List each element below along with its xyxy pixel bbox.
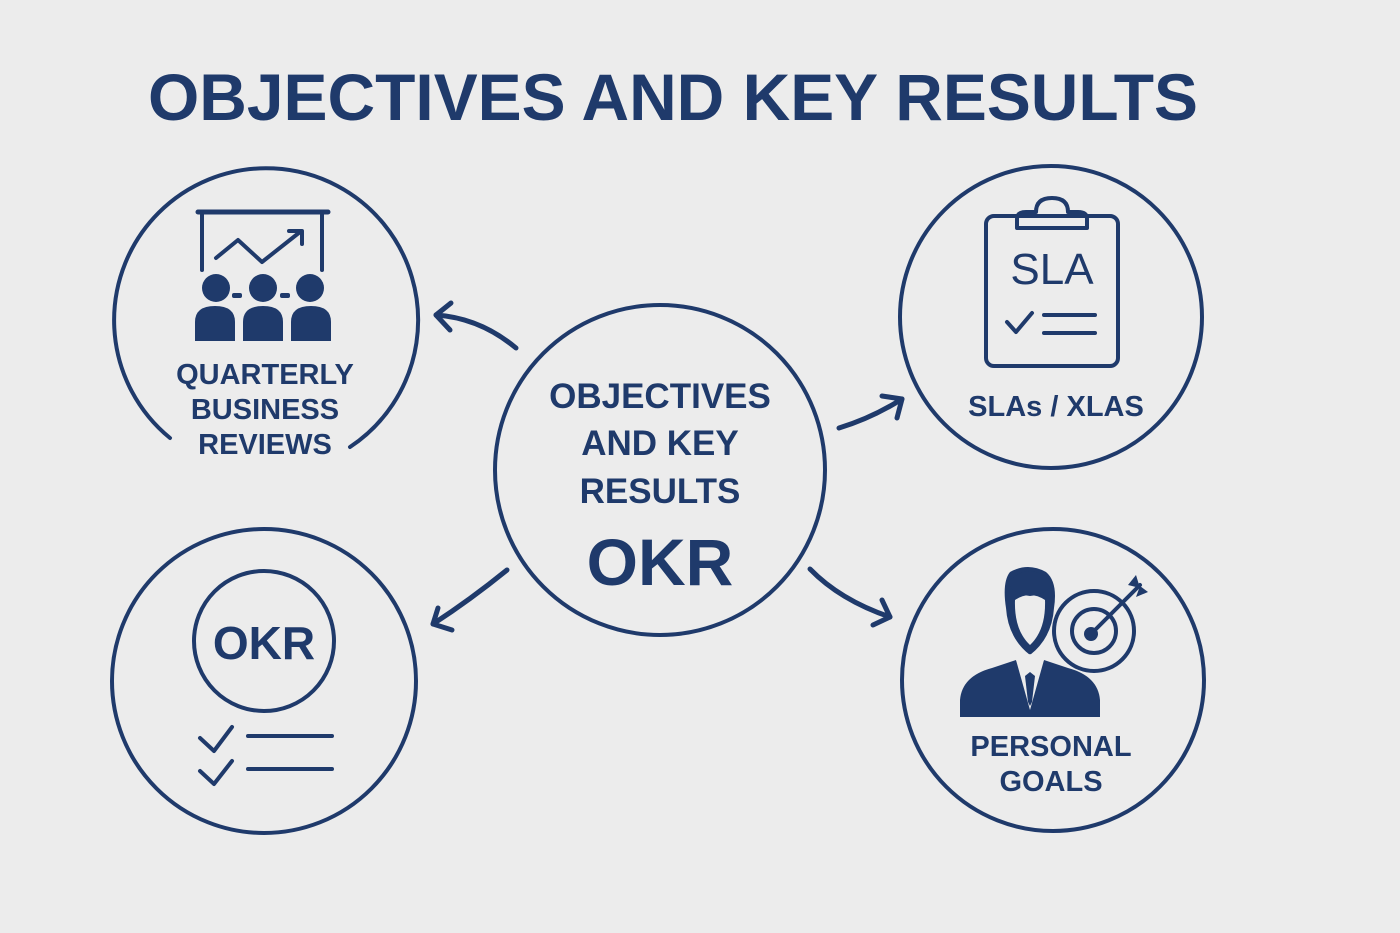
- arrowhead-right-up: [879, 393, 905, 421]
- arrowhead-right-down: [870, 597, 893, 628]
- clipboard-sla-icon: SLA: [984, 196, 1120, 368]
- clipboard-sla-text: SLA: [1010, 245, 1094, 294]
- arrowhead-left-up: [433, 300, 454, 333]
- arrow-line-to-personal-goals: [807, 566, 893, 620]
- edge-to-okr: [430, 567, 510, 633]
- center-node-acronym: OKR: [587, 525, 734, 599]
- arrow-line-to-slas: [836, 396, 905, 431]
- edge-to-slas: [836, 393, 905, 431]
- center-node: OBJECTIVES AND KEY RESULTS OKR: [493, 303, 827, 637]
- edge-to-personal-goals: [807, 566, 893, 628]
- sla-label: SLAs / XLAS: [968, 391, 1144, 423]
- person-target-icon: [960, 567, 1148, 717]
- center-node-circle: [493, 303, 827, 637]
- node-okr: OKR: [110, 527, 418, 835]
- okr-node-circle: [110, 527, 418, 835]
- personal-goals-label-line-1: PERSONAL: [970, 731, 1131, 763]
- center-node-line-2: AND KEY: [581, 424, 739, 463]
- qbr-label-line-2: BUSINESS: [191, 394, 339, 426]
- node-quarterly-business-reviews: QUARTERLY BUSINESS REVIEWS: [112, 166, 421, 461]
- qbr-label-line-1: QUARTERLY: [176, 359, 354, 391]
- diagram-title: OBJECTIVES AND KEY RESULTS: [148, 60, 1198, 134]
- okr-checklist-icon: OKR: [192, 569, 336, 786]
- arrow-line-to-qbr: [433, 312, 519, 351]
- personal-goals-node-circle: [900, 527, 1206, 833]
- presentation-chart-team-icon: [195, 209, 331, 341]
- okr-icon-text: OKR: [213, 617, 315, 669]
- node-slas-xlas: SLA SLAs / XLAS: [898, 164, 1204, 470]
- arrow-line-to-okr: [430, 567, 510, 627]
- center-node-line-3: RESULTS: [580, 472, 741, 511]
- arrowhead-left-down: [430, 605, 455, 633]
- qbr-node-circle: [112, 166, 421, 449]
- qbr-label-line-3: REVIEWS: [198, 429, 332, 461]
- personal-goals-label-line-2: GOALS: [999, 766, 1102, 798]
- center-node-line-1: OBJECTIVES: [549, 377, 771, 416]
- sla-node-circle: [898, 164, 1204, 470]
- node-personal-goals: PERSONAL GOALS: [900, 527, 1206, 833]
- edge-to-qbr: [433, 300, 519, 351]
